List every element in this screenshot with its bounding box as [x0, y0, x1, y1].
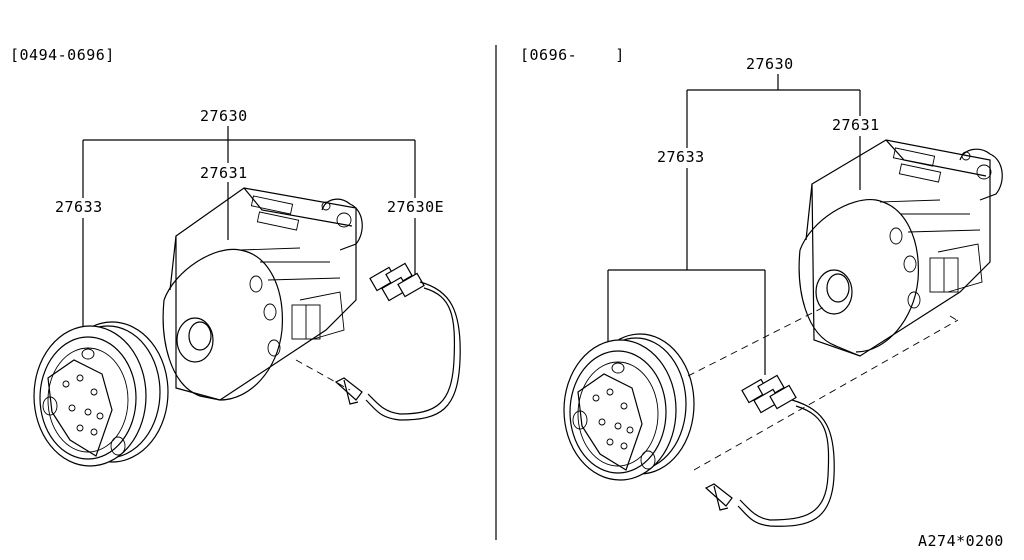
left-harness — [295, 262, 461, 421]
left-date-range: [0494-0696] — [10, 46, 115, 64]
right-callout-clutch: 27633 — [657, 148, 705, 166]
right-harness — [704, 374, 835, 527]
left-compressor — [162, 187, 363, 401]
left-callout-clutch: 27633 — [55, 198, 103, 216]
right-alignment-lines — [687, 305, 961, 471]
right-callout-compressor: 27631 — [832, 116, 880, 134]
figure-code: A274*0200 — [918, 532, 1004, 550]
left-callout-compressor: 27631 — [200, 164, 248, 182]
left-leader-lines — [82, 126, 416, 330]
left-clutch-pulley — [33, 321, 169, 467]
right-date-range: [0696- ] — [520, 46, 625, 64]
left-callout-assembly: 27630 — [200, 107, 248, 125]
right-leader-lines — [607, 74, 861, 375]
right-compressor — [798, 139, 1003, 357]
right-callout-assembly: 27630 — [746, 55, 794, 73]
left-callout-harness: 27630E — [387, 198, 445, 216]
right-clutch-pulley — [563, 333, 695, 481]
